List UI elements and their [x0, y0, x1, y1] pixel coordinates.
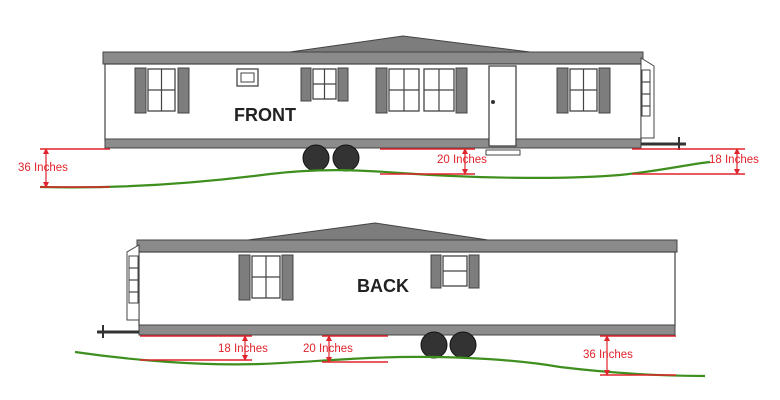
back-measure-left: 18 Inches — [140, 335, 268, 361]
front-floor-band — [104, 138, 642, 149]
front-measure-middle-text: 20 Inches — [437, 154, 487, 166]
back-window-2 — [430, 254, 480, 289]
front-measure-right: 18 Inches — [632, 148, 759, 175]
front-window-2 — [300, 67, 349, 102]
front-end-window — [640, 57, 655, 139]
front-wall — [104, 63, 642, 141]
back-measure-left-text: 18 Inches — [218, 343, 268, 355]
front-wheel-1 — [302, 144, 330, 172]
front-measure-left-text: 36 Inches — [18, 162, 68, 174]
front-small-window — [236, 68, 259, 87]
front-wheel-2 — [332, 144, 360, 172]
back-wall — [138, 251, 676, 327]
back-measure-right-text: 36 Inches — [583, 349, 633, 361]
front-door — [485, 65, 521, 156]
back-roof-eave — [136, 239, 678, 253]
back-measure-middle-text: 20 Inches — [303, 343, 353, 355]
front-window-4 — [556, 67, 611, 114]
front-roof — [289, 35, 531, 53]
front-window-1 — [134, 67, 190, 114]
front-measure-left: 36 Inches — [18, 148, 110, 188]
back-wheel-2 — [449, 331, 477, 359]
back-hitch — [97, 325, 139, 338]
front-measure-right-text: 18 Inches — [709, 154, 759, 166]
back-view: BACK 18 Inches 20 Inches 36 Inches — [74, 222, 706, 378]
back-measure-right: 36 Inches — [583, 335, 676, 376]
front-view: FRONT 36 Inches 20 Inches 18 Inches — [18, 35, 759, 189]
back-roof — [247, 222, 489, 241]
back-window-1 — [238, 254, 294, 301]
front-ground-line — [39, 160, 711, 189]
front-label: FRONT — [234, 105, 296, 125]
front-roof-eave — [102, 51, 644, 65]
back-label: BACK — [357, 276, 409, 296]
back-floor-band — [138, 324, 676, 336]
back-end-window — [126, 244, 140, 321]
front-measure-middle: 20 Inches — [380, 148, 487, 175]
front-double-window — [375, 67, 468, 114]
back-measure-middle: 20 Inches — [303, 335, 388, 363]
back-wheel-1 — [420, 331, 448, 359]
front-hitch — [641, 137, 686, 150]
